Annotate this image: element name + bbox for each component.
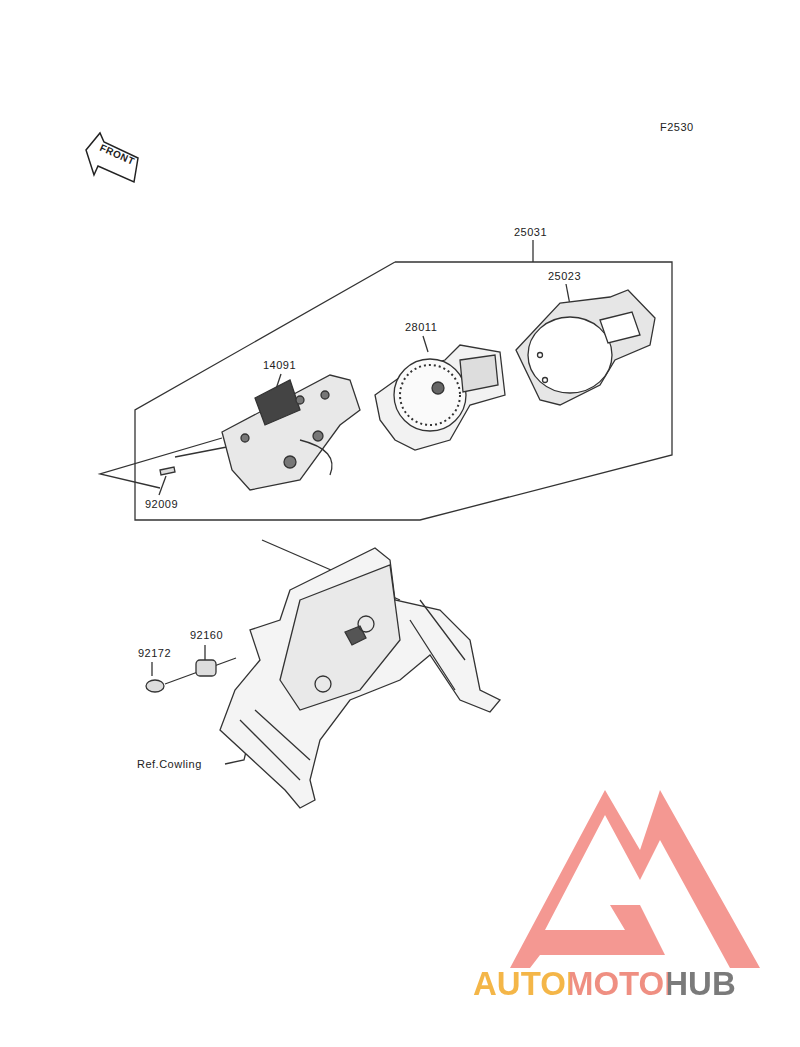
figure-code: F2530: [660, 121, 694, 134]
reference-note: Ref.Cowling: [137, 758, 202, 771]
callout-number: 92160: [190, 629, 223, 642]
callout-number: 25023: [548, 270, 581, 283]
callout-number: 92009: [145, 498, 178, 511]
callout-number: 92172: [138, 647, 171, 660]
callout-number: 28011: [405, 321, 437, 334]
callout-number: 14091: [263, 359, 296, 372]
watermark: AUTOMOTOHUB: [473, 965, 736, 1003]
callout-number: 25031: [514, 226, 547, 239]
